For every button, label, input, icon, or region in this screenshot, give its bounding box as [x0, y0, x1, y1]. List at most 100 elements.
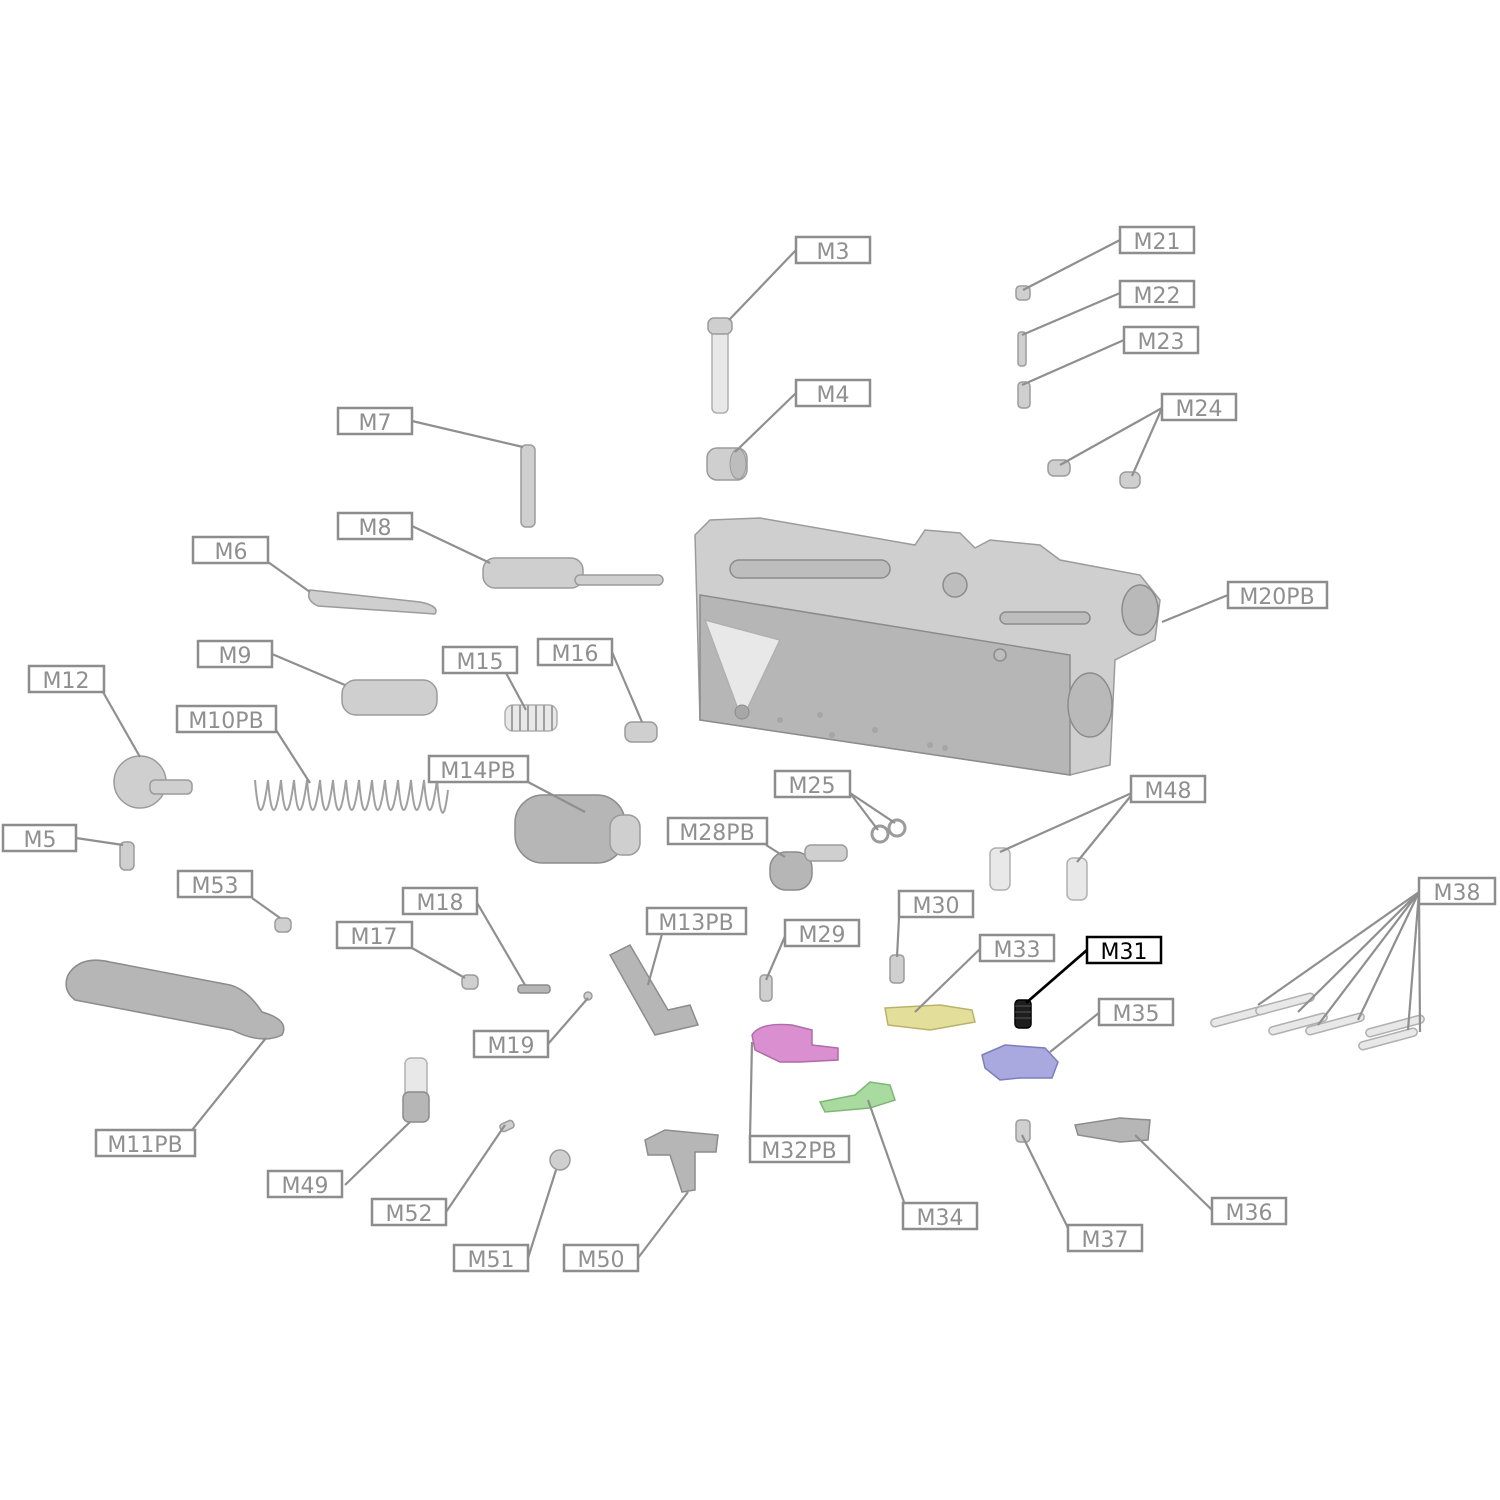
label-m3-text: M3	[817, 240, 850, 265]
leader-m51	[526, 1169, 558, 1259]
leader-m22	[1021, 291, 1121, 337]
label-m38-text: M38	[1434, 881, 1481, 906]
label-m36[interactable]: M36	[1210, 1196, 1288, 1226]
label-m13pb[interactable]: M13PB	[645, 906, 748, 936]
label-m22[interactable]: M22	[1118, 279, 1196, 309]
label-m18[interactable]: M18	[401, 886, 479, 916]
label-m14pb[interactable]: M14PB	[427, 754, 530, 784]
label-m12[interactable]: M12	[27, 664, 106, 694]
label-m34[interactable]: M34	[901, 1201, 979, 1231]
label-m5-text: M5	[24, 828, 57, 853]
label-m11pb-text: M11PB	[107, 1133, 182, 1158]
label-m19[interactable]: M19	[472, 1029, 550, 1059]
label-m20pb[interactable]: M20PB	[1226, 580, 1329, 610]
m16-plunger-part	[624, 721, 658, 743]
label-m37[interactable]: M37	[1066, 1223, 1144, 1253]
label-m53[interactable]: M53	[176, 869, 254, 899]
label-m53-text: M53	[192, 874, 239, 899]
m10pb-spring-part	[254, 779, 449, 814]
leader-m48a	[999, 790, 1135, 854]
label-m8[interactable]: M8	[336, 511, 414, 541]
label-m21[interactable]: M21	[1118, 225, 1196, 255]
m4-bushing-part	[706, 447, 748, 481]
leader-m16	[610, 651, 644, 723]
label-m3[interactable]: M3	[794, 235, 872, 265]
leader-m12	[102, 691, 141, 758]
m13pb-lever-part	[608, 944, 700, 1036]
label-m50-text: M50	[578, 1248, 625, 1273]
m3-pin-part	[707, 317, 733, 414]
m15-spring-part	[504, 704, 558, 732]
leader-m5	[75, 836, 124, 847]
leader-m34	[866, 1099, 907, 1206]
label-m4[interactable]: M4	[794, 378, 872, 408]
label-m33-text: M33	[994, 938, 1041, 963]
label-m10pb[interactable]: M10PB	[175, 704, 278, 734]
leader-m21	[1022, 239, 1121, 291]
label-m24[interactable]: M24	[1160, 392, 1238, 422]
label-m11pb[interactable]: M11PB	[94, 1128, 197, 1158]
label-m17[interactable]: M17	[335, 920, 414, 950]
m49-plunger-part	[402, 1057, 430, 1123]
leader-m4	[734, 392, 797, 453]
label-m29[interactable]: M29	[783, 918, 861, 948]
label-m16-text: M16	[552, 642, 599, 667]
label-m48-text: M48	[1145, 779, 1192, 804]
leader-m33	[914, 947, 982, 1013]
label-m15-text: M15	[457, 650, 504, 675]
label-m38[interactable]: M38	[1417, 876, 1497, 906]
parts-layer	[65, 285, 1425, 1193]
label-m51[interactable]: M51	[452, 1243, 530, 1273]
label-m48[interactable]: M48	[1129, 774, 1207, 804]
label-m16[interactable]: M16	[536, 637, 614, 667]
label-m6[interactable]: M6	[191, 535, 270, 565]
label-m31-text: M31	[1101, 940, 1148, 965]
leader-m10pb	[275, 729, 311, 784]
label-m23-text: M23	[1138, 330, 1185, 355]
leader-m36	[1134, 1134, 1213, 1211]
label-m14pb-text: M14PB	[440, 759, 515, 784]
label-m50[interactable]: M50	[562, 1243, 640, 1273]
m28pb-screw-part	[769, 844, 848, 891]
part-labels: M3 M4 M5 M6 M7 M8 M9 M10PB M11PB M12 M13…	[1, 225, 1497, 1273]
label-m10pb-text: M10PB	[188, 709, 263, 734]
label-m33[interactable]: M33	[978, 933, 1056, 963]
label-m52[interactable]: M52	[370, 1197, 448, 1227]
label-m21-text: M21	[1134, 230, 1181, 255]
leader-m38c	[1317, 891, 1420, 1026]
leader-m37	[1021, 1134, 1069, 1229]
leader-m49	[344, 1121, 411, 1186]
label-m30[interactable]: M30	[897, 889, 975, 919]
leader-m32pb	[748, 1041, 754, 1139]
label-m9-text: M9	[219, 644, 252, 669]
leader-m50	[637, 1191, 689, 1259]
label-m31[interactable]: M31	[1085, 935, 1163, 965]
m35-hammer-part	[981, 1044, 1059, 1081]
m37-pin-part	[1015, 1119, 1031, 1143]
leader-m38e	[1406, 891, 1421, 1031]
leader-m19	[547, 997, 589, 1045]
label-m23[interactable]: M23	[1122, 325, 1200, 355]
label-m35[interactable]: M35	[1097, 997, 1175, 1027]
m31-spring-part	[1014, 999, 1032, 1029]
leader-m38a	[1257, 891, 1420, 1006]
leader-m18	[475, 900, 526, 986]
label-m32pb[interactable]: M32PB	[748, 1134, 851, 1164]
label-m9[interactable]: M9	[196, 639, 274, 669]
label-m15[interactable]: M15	[441, 645, 519, 675]
label-m5[interactable]: M5	[1, 823, 78, 853]
label-m29-text: M29	[799, 923, 846, 948]
label-m4-text: M4	[817, 383, 850, 408]
m38-pins-part	[1210, 992, 1425, 1051]
label-m49[interactable]: M49	[266, 1169, 344, 1199]
label-m13pb-text: M13PB	[658, 911, 733, 936]
label-m25[interactable]: M25	[773, 769, 852, 799]
m48-pins-part	[989, 847, 1088, 901]
leader-m28pb	[765, 844, 786, 858]
label-m28pb[interactable]: M28PB	[666, 816, 769, 846]
label-m36-text: M36	[1226, 1201, 1273, 1226]
m33-trigger-bar-part	[884, 1004, 976, 1031]
label-m7[interactable]: M7	[336, 406, 414, 436]
